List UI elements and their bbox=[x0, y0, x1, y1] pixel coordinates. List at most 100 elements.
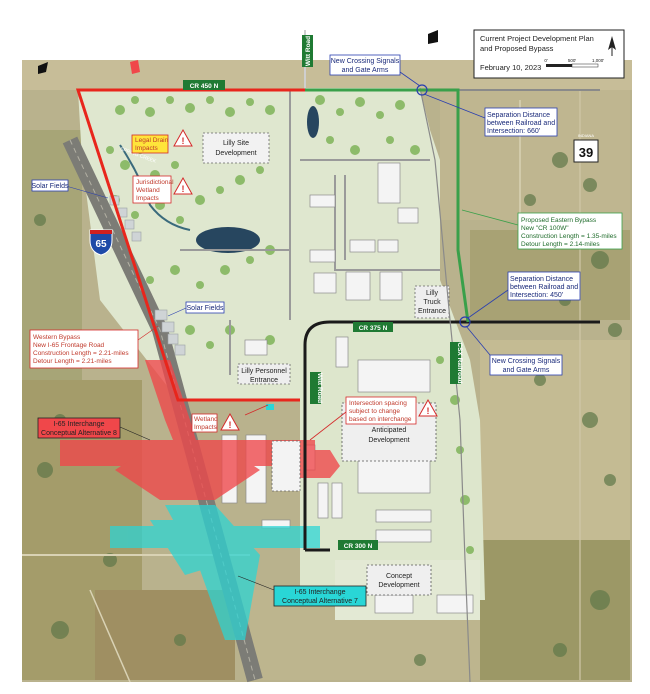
svg-text:CR 300 N: CR 300 N bbox=[344, 543, 373, 550]
anticipated-label-2: Development bbox=[368, 437, 409, 444]
site-trees bbox=[106, 95, 474, 554]
svg-text:Construction Length = 2.21-mil: Construction Length = 2.21-miles bbox=[33, 350, 129, 357]
svg-text:and Gate Arms: and Gate Arms bbox=[342, 67, 389, 74]
svg-text:500': 500' bbox=[568, 58, 577, 63]
concept-label-1: Concept bbox=[386, 573, 412, 580]
buildings bbox=[221, 162, 474, 614]
svg-text:39: 39 bbox=[579, 145, 593, 160]
road-label-cr375n: CR 375 N bbox=[353, 322, 393, 332]
concept-label-2: Development bbox=[378, 582, 419, 589]
svg-text:Separation Distance: Separation Distance bbox=[510, 276, 573, 283]
lilly-truck-label-2: Truck bbox=[423, 299, 441, 306]
callout-solar-fields-mid: Solar Fields bbox=[167, 301, 225, 317]
svg-text:New "CR 100W": New "CR 100W" bbox=[521, 225, 569, 232]
warning-icon bbox=[418, 398, 438, 417]
svg-text:Wetland: Wetland bbox=[136, 187, 160, 194]
callout-separation-660: Separation Distance between Railroad and… bbox=[423, 93, 558, 137]
svg-text:Western Bypass: Western Bypass bbox=[33, 334, 81, 341]
svg-text:Conceptual Alternative 8: Conceptual Alternative 8 bbox=[41, 430, 117, 437]
title-date: February 10, 2023 bbox=[480, 63, 541, 72]
svg-text:Witt Road: Witt Road bbox=[305, 36, 312, 66]
lilly-site-label-2: Development bbox=[215, 150, 256, 157]
concept-outline bbox=[366, 564, 432, 596]
callout-wetland-impacts: Wetland Impacts ! bbox=[191, 404, 269, 433]
lilly-personnel-outline bbox=[237, 363, 291, 385]
callout-eastern-bypass: Proposed Eastern Bypass New "CR 100W" Co… bbox=[461, 209, 623, 250]
svg-text:!: ! bbox=[182, 184, 185, 194]
lilly-truck-label-1: Lilly bbox=[426, 290, 439, 297]
anticipated-label-1: Anticipated bbox=[372, 427, 407, 434]
lilly-personnel-label-2: Entrance bbox=[250, 377, 278, 384]
svg-text:CR 375 N: CR 375 N bbox=[359, 325, 388, 332]
lilly-personnel-label-1: Lilly Personnel bbox=[241, 368, 287, 375]
lilly-truck-outline bbox=[414, 285, 450, 319]
road-label-witt-mid: Witt Road bbox=[310, 372, 323, 404]
title-block: Current Project Development Plan and Pro… bbox=[473, 29, 625, 79]
callout-separation-450: Separation Distance between Railroad and… bbox=[467, 271, 581, 319]
svg-text:Intersection: 450': Intersection: 450' bbox=[510, 292, 563, 299]
svg-text:and Gate Arms: and Gate Arms bbox=[503, 367, 550, 374]
svg-text:!: ! bbox=[182, 136, 185, 146]
svg-text:Detour Length = 2.14-miles: Detour Length = 2.14-miles bbox=[521, 241, 600, 248]
svg-text:Legal Drain: Legal Drain bbox=[135, 137, 169, 144]
svg-text:New Crossing Signals: New Crossing Signals bbox=[331, 58, 400, 65]
svg-text:I-65 Interchange: I-65 Interchange bbox=[295, 589, 346, 596]
callout-new-crossing-bottom: New Crossing Signals and Gate Arms bbox=[465, 325, 563, 376]
creek bbox=[119, 144, 191, 231]
crossing-marker-bottom bbox=[459, 316, 471, 328]
road-label-witt-top: Witt Road bbox=[302, 35, 313, 67]
title-line-1: Current Project Development Plan bbox=[480, 34, 594, 43]
svg-text:Impacts: Impacts bbox=[135, 145, 159, 152]
pond-small bbox=[307, 106, 319, 138]
callout-i65-alt7: I-65 Interchange Conceptual Alternative … bbox=[237, 575, 367, 607]
svg-text:Witt Road: Witt Road bbox=[316, 373, 323, 403]
callout-legal-drain: Legal Drain Impacts ! bbox=[131, 128, 193, 154]
callout-jurisdictional: Jurisdictional Wetland Impacts ! bbox=[132, 175, 193, 204]
in39-shield: INDIANA 39 bbox=[573, 133, 599, 163]
svg-text:subject to change: subject to change bbox=[349, 408, 400, 415]
solar-fields bbox=[109, 195, 186, 356]
svg-text:New Crossing Signals: New Crossing Signals bbox=[492, 358, 561, 365]
lilly-site-label-1: Lilly Site bbox=[223, 140, 249, 147]
lilly-site-outline bbox=[202, 132, 270, 164]
svg-text:Solar Fields: Solar Fields bbox=[32, 183, 69, 190]
road-label-csx: CSX Railroad bbox=[450, 342, 463, 384]
lilly-truck-label-3: Entrance bbox=[418, 308, 446, 315]
site-roads bbox=[180, 90, 440, 375]
warning-icon bbox=[173, 176, 193, 195]
svg-text:between Railroad and: between Railroad and bbox=[487, 120, 555, 127]
svg-text:INDIANA: INDIANA bbox=[578, 133, 595, 138]
svg-text:between Railroad and: between Railroad and bbox=[510, 284, 578, 291]
svg-text:!: ! bbox=[427, 406, 430, 416]
north-arrow-icon bbox=[608, 36, 616, 56]
svg-text:Construction Length = 1.35-mil: Construction Length = 1.35-miles bbox=[521, 233, 617, 240]
wetland-block bbox=[271, 440, 301, 492]
callout-intersection-spacing: Intersection spacing subject to change b… bbox=[309, 396, 438, 441]
interchange-alt7 bbox=[110, 505, 320, 640]
svg-text:Intersection: 660': Intersection: 660' bbox=[487, 128, 540, 135]
crossing-marker-top bbox=[416, 84, 428, 96]
svg-text:New I-65 Frontage Road: New I-65 Frontage Road bbox=[33, 342, 105, 349]
svg-text:1,000': 1,000' bbox=[592, 58, 604, 63]
road-label-cr300n: CR 300 N bbox=[338, 540, 378, 550]
title-line-2: and Proposed Bypass bbox=[480, 44, 554, 53]
svg-text:CR 450 N: CR 450 N bbox=[190, 83, 219, 90]
pond-large bbox=[196, 227, 260, 253]
svg-text:0': 0' bbox=[544, 58, 548, 63]
warning-icon bbox=[173, 128, 193, 147]
svg-text:!: ! bbox=[229, 420, 232, 430]
callout-i65-alt8: I-65 Interchange Conceptual Alternative … bbox=[37, 417, 151, 441]
svg-text:based on interchange: based on interchange bbox=[349, 416, 412, 423]
svg-text:65: 65 bbox=[95, 239, 107, 250]
svg-text:CSX Railroad: CSX Railroad bbox=[456, 342, 463, 383]
svg-text:Impacts: Impacts bbox=[194, 424, 218, 431]
warning-icon bbox=[220, 412, 240, 431]
svg-text:Jurisdictional: Jurisdictional bbox=[136, 179, 174, 186]
svg-text:Detour Length = 2.21-miles: Detour Length = 2.21-miles bbox=[33, 358, 112, 365]
wetland-marker bbox=[266, 404, 274, 410]
callout-western-bypass: Western Bypass New I-65 Frontage Road Co… bbox=[29, 325, 159, 369]
corner-marker-icon bbox=[38, 62, 48, 74]
scale-bar: 0' 500' 1,000' bbox=[544, 58, 604, 68]
svg-text:Conceptual Alternative 7: Conceptual Alternative 7 bbox=[282, 598, 358, 605]
